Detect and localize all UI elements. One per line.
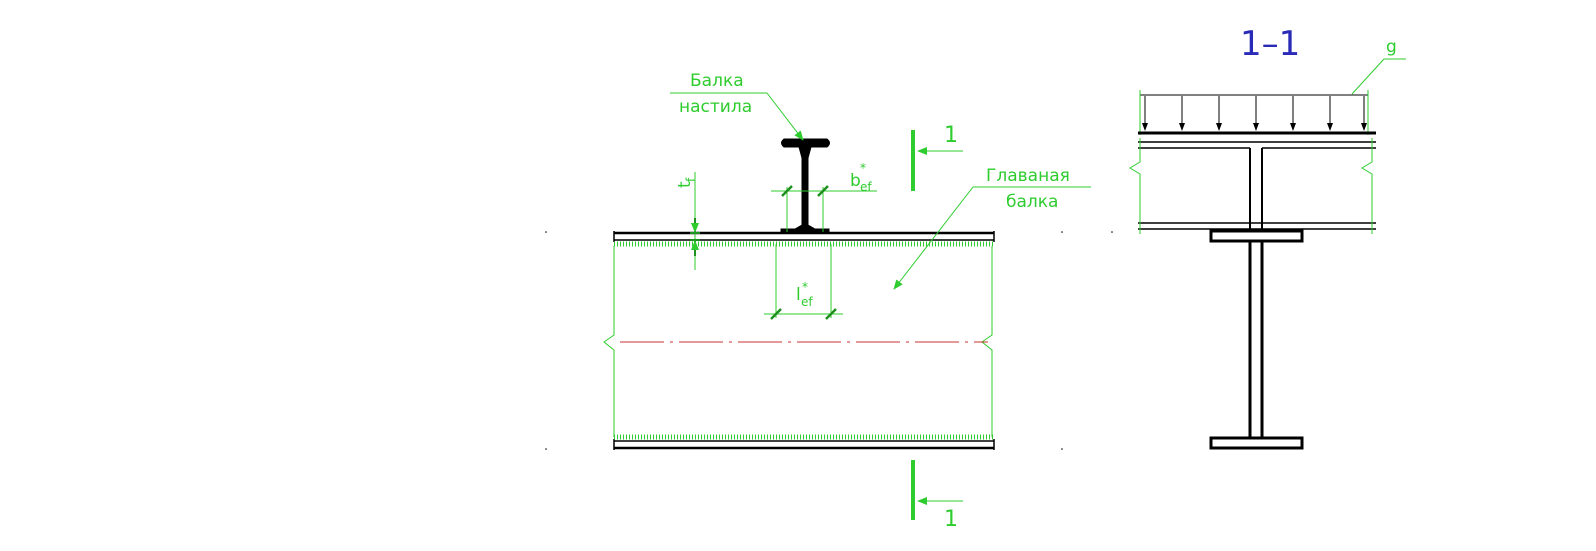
section-mark-bottom: 1 — [911, 460, 963, 532]
bef-subscript: ef — [860, 180, 872, 194]
section-mark-bottom-label: 1 — [944, 507, 958, 532]
dimension-lef: l ef * — [764, 244, 843, 320]
tf-label: t — [675, 181, 695, 188]
lef-label: l — [796, 285, 801, 305]
main-beam-elevation — [603, 231, 995, 450]
section-mark-top: 1 — [911, 123, 963, 191]
floor-beam-section — [780, 138, 830, 234]
main-beam-label-2: балка — [1006, 192, 1058, 212]
floor-beam-elevation — [1129, 138, 1376, 234]
section-title: 1–1 — [1240, 24, 1300, 64]
load-g: g — [1139, 37, 1406, 135]
load-label: g — [1386, 37, 1397, 57]
bef-star: * — [860, 161, 866, 175]
dimension-bef: b ef * — [771, 161, 877, 232]
floor-beam-label-1: Балка — [690, 71, 744, 91]
lef-subscript: ef — [801, 295, 813, 309]
dimension-tf: t f — [675, 172, 700, 270]
main-beam-label-1: Главаная — [986, 166, 1070, 186]
main-beam-callout: Главаная балка — [893, 166, 1091, 290]
bef-label: b — [850, 171, 861, 191]
main-beam-section — [1209, 148, 1304, 450]
tf-subscript: f — [684, 177, 698, 182]
floor-beam-label-2: настила — [679, 97, 752, 117]
floor-beam-callout: Балка настила — [670, 71, 804, 141]
section-mark-top-label: 1 — [944, 123, 958, 148]
lef-star: * — [802, 280, 808, 294]
